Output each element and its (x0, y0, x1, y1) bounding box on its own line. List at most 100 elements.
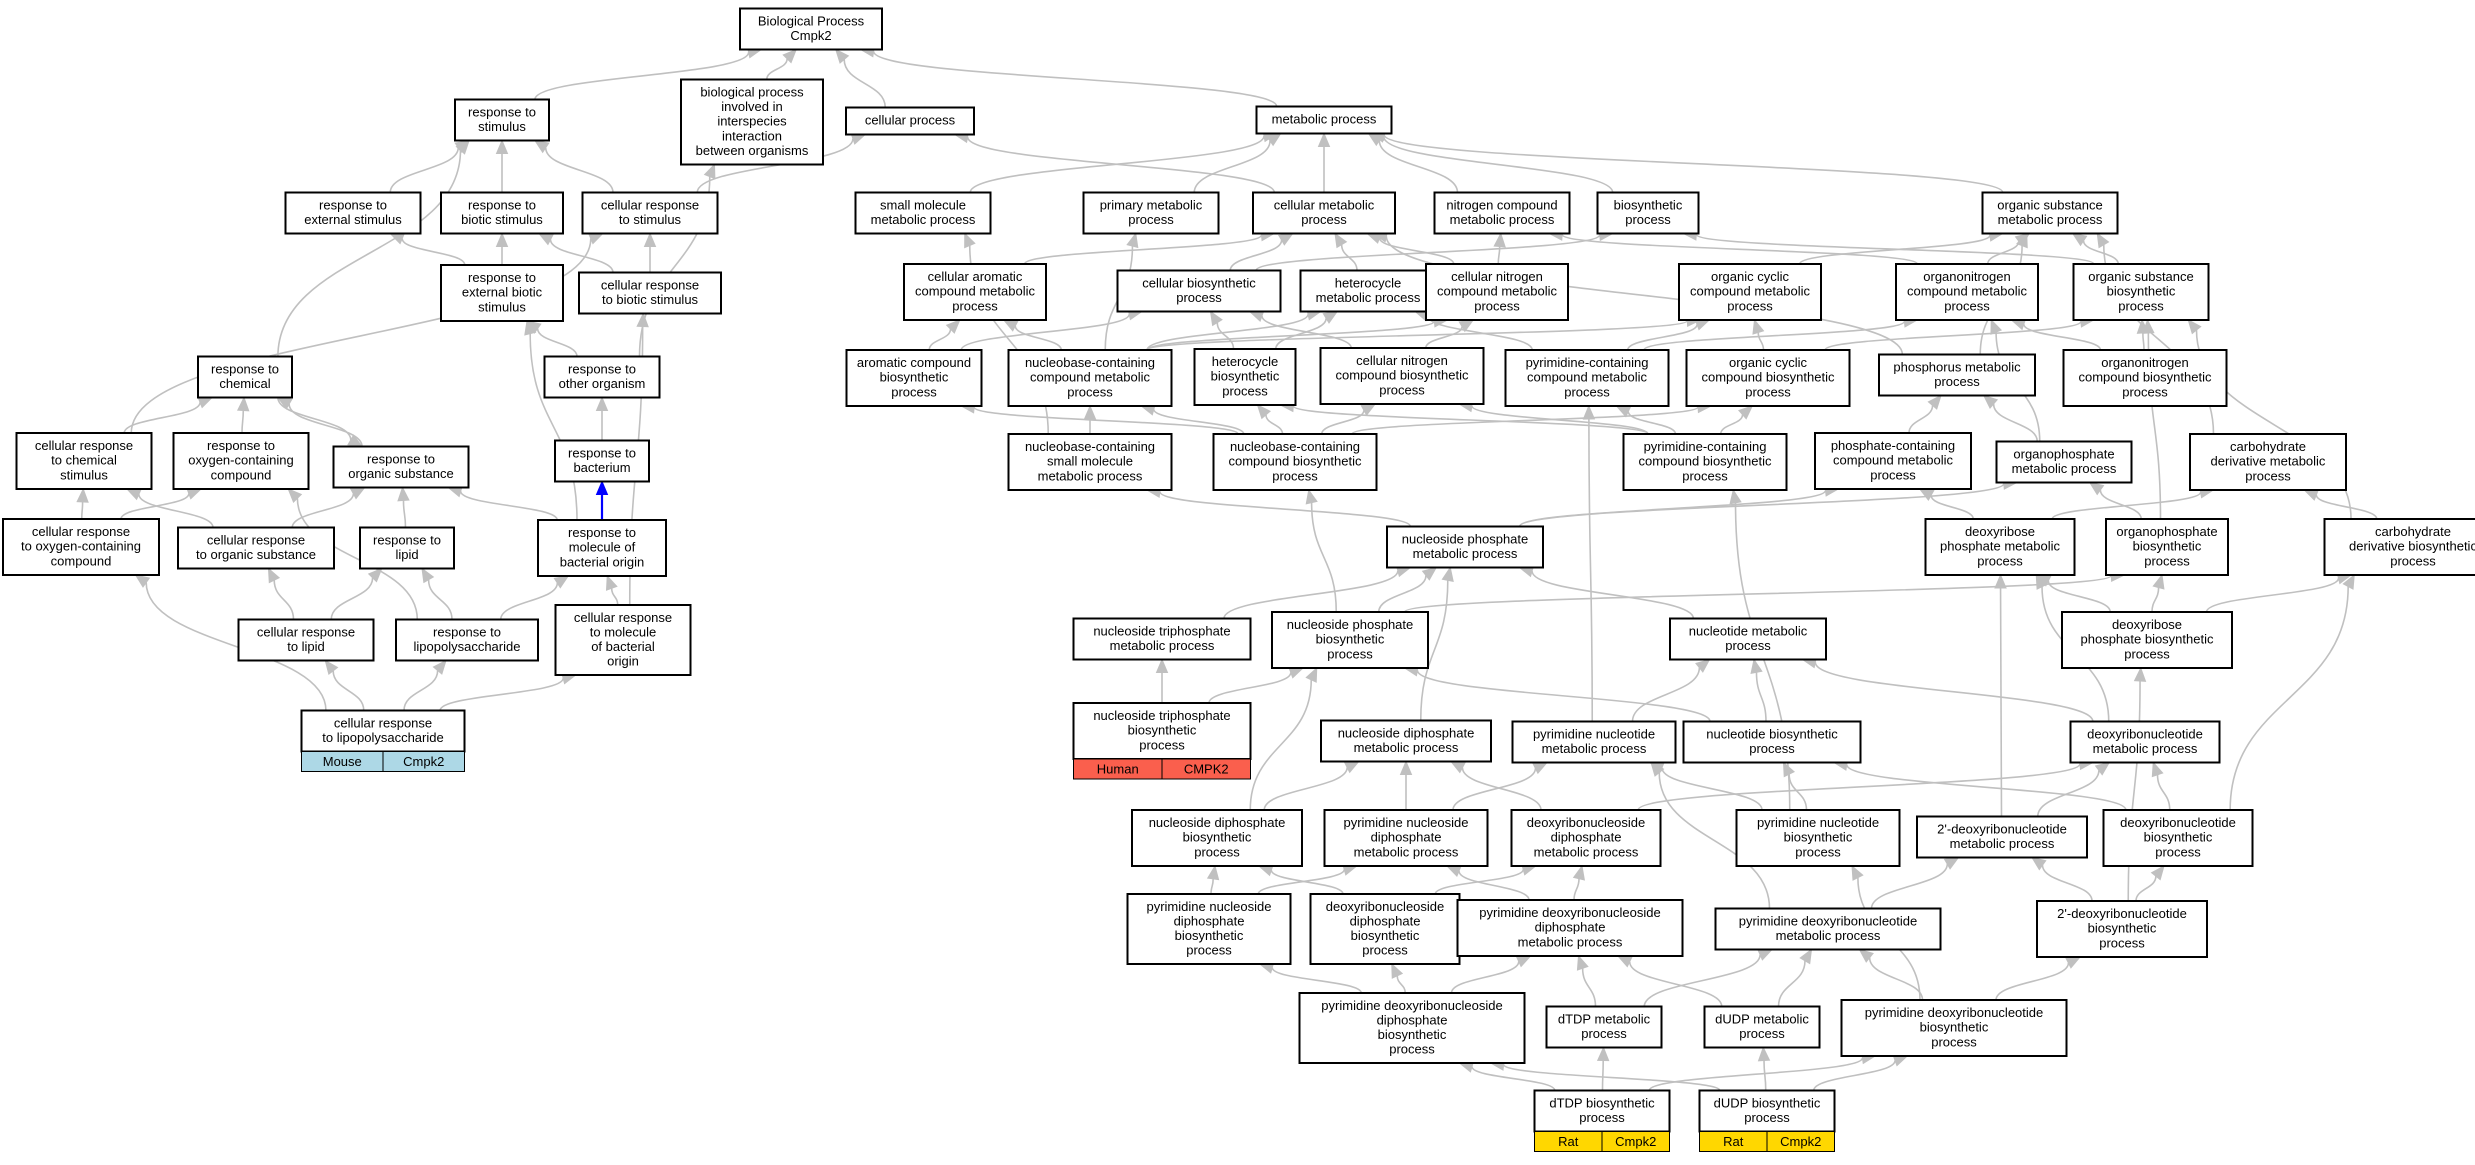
edge-line (389, 147, 460, 193)
go-term-label-line: primary metabolic (1100, 197, 1203, 212)
go-term-label-line: stimulus (478, 299, 526, 314)
edge-line (1461, 767, 1542, 811)
go-term-label-line: organic substance (2088, 269, 2194, 284)
go-term-box (1703, 1005, 1821, 1049)
edge-line (1152, 409, 1245, 435)
go-term-label-line: biosynthetic (1128, 723, 1197, 738)
go-term-box (2069, 720, 2221, 764)
edge-line (291, 493, 355, 528)
go-term-cp[interactable]: cellular process (845, 106, 975, 136)
go-term-box (1319, 347, 1485, 405)
go-term-label-line: response to (433, 624, 501, 639)
go-term-label-line: process (1682, 468, 1728, 483)
edge-line (277, 397, 352, 441)
edge-npbp-to-nbccbp (1305, 488, 1338, 613)
edge-arrowhead (134, 574, 151, 588)
edge-dudpmp-to-pdnmp (1777, 948, 1813, 1007)
go-term-box (1916, 815, 2088, 859)
go-term-mp[interactable]: metabolic process (1255, 105, 1393, 135)
go-term-label-line: to molecule (590, 624, 656, 639)
